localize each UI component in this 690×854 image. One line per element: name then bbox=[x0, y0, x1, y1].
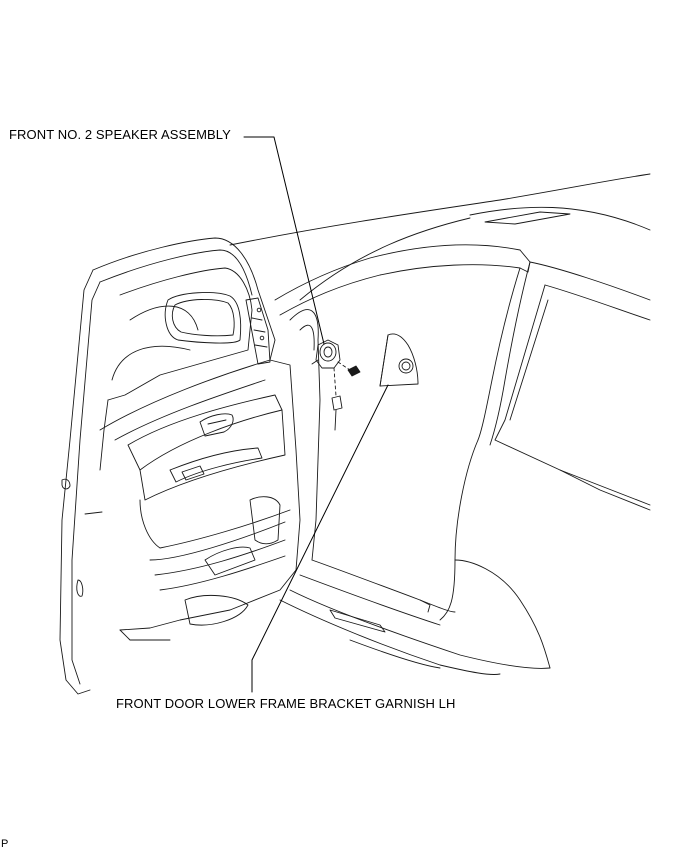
roof-outline bbox=[229, 173, 651, 301]
bracket-garnish-callout: FRONT DOOR LOWER FRAME BRACKET GARNISH L… bbox=[116, 696, 456, 711]
door-opening-frame bbox=[274, 244, 651, 675]
leader-lines bbox=[243, 136, 389, 693]
speaker-assembly-callout: FRONT NO. 2 SPEAKER ASSEMBLY bbox=[9, 127, 231, 142]
figure-code: P bbox=[1, 838, 9, 850]
front-door bbox=[59, 237, 301, 695]
bracket-garnish bbox=[379, 333, 419, 387]
speaker-assembly bbox=[311, 339, 361, 431]
